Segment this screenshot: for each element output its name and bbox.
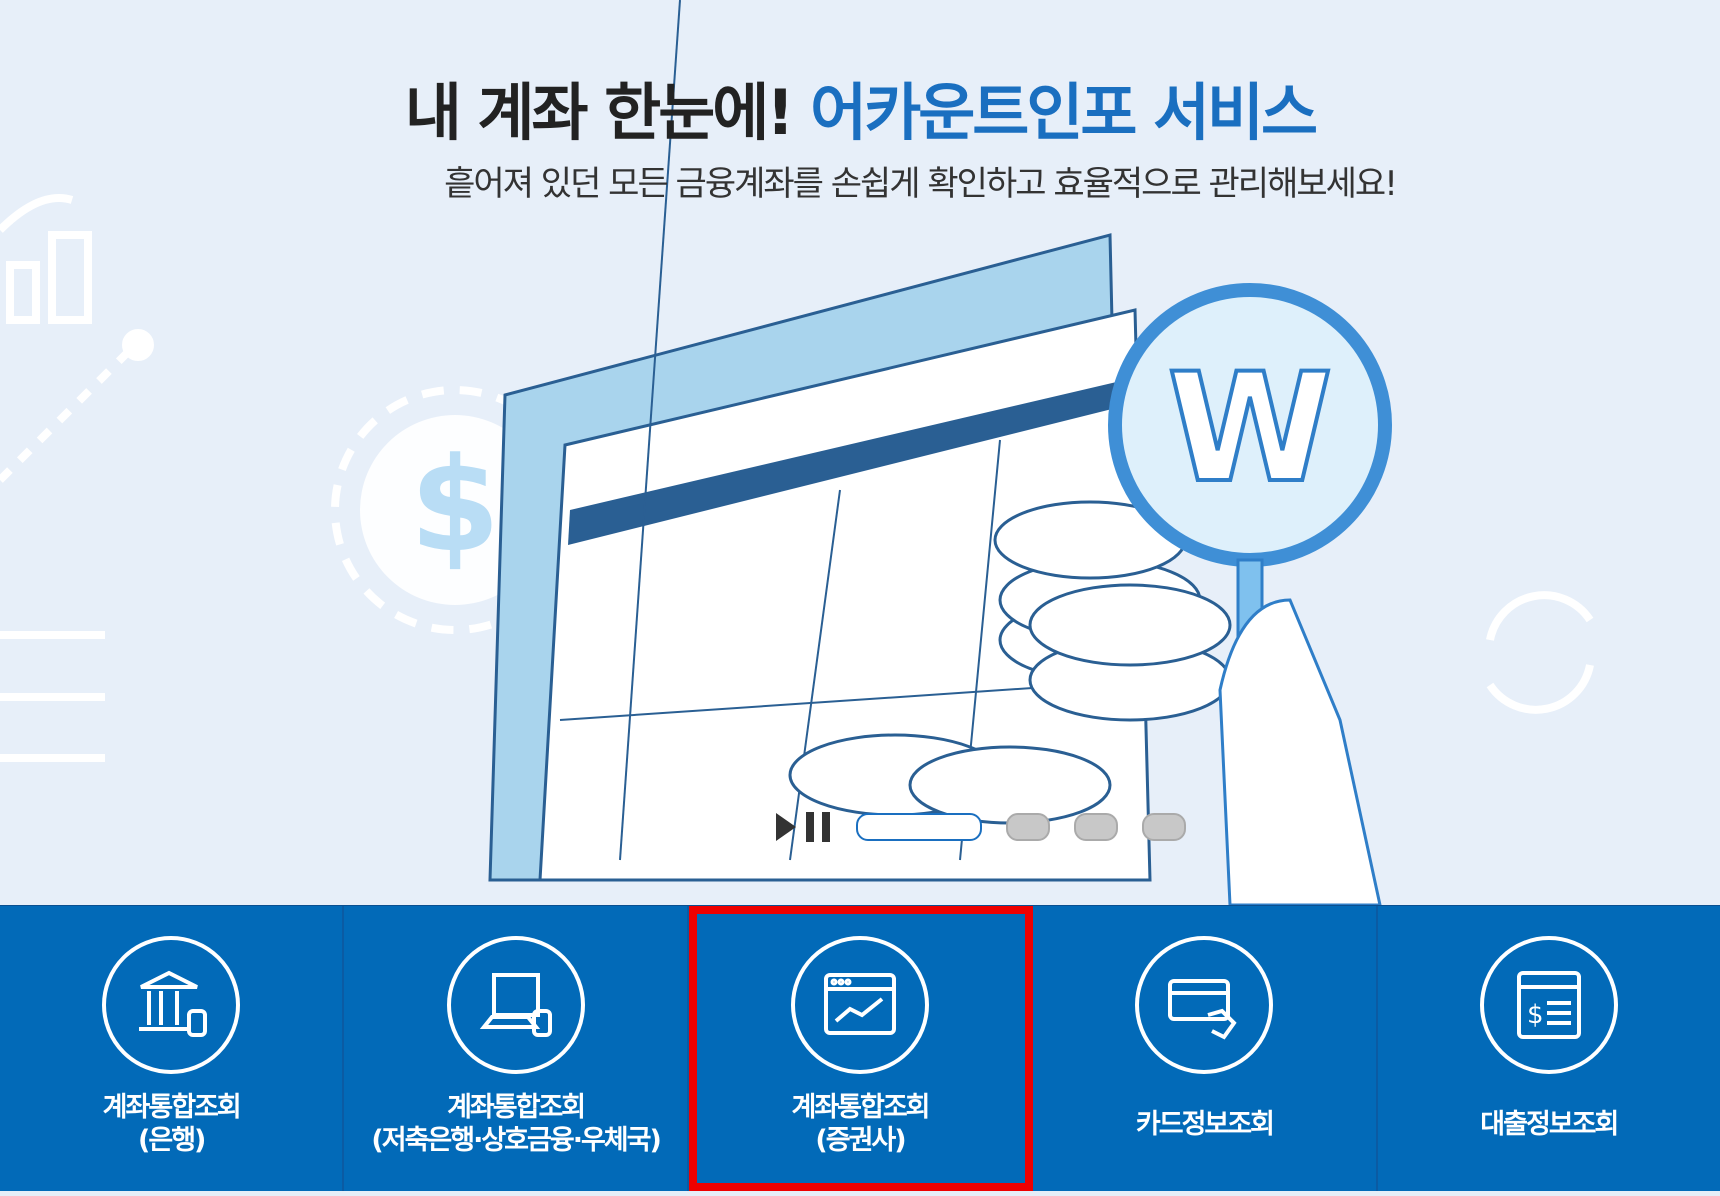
menu-account-savings[interactable]: 계좌통합조회(저축은행·상호금융·우체국) <box>344 906 689 1191</box>
menu-label: 계좌통합조회 <box>447 1092 586 1123</box>
slide-indicator-2[interactable] <box>1006 813 1050 841</box>
loan-document-icon: $ <box>1479 936 1618 1074</box>
menu-label: 계좌통합조회 <box>791 1092 930 1123</box>
slide-indicator-4[interactable] <box>1142 813 1186 841</box>
card-hand-icon <box>1135 936 1274 1074</box>
laptop-coins-icon <box>446 936 585 1074</box>
menu-account-securities[interactable]: 계좌통합조회(증권사) <box>688 906 1034 1191</box>
slide-indicator-1[interactable] <box>856 813 982 841</box>
slider-controls <box>776 812 1186 842</box>
menu-card-info[interactable]: 카드정보조회 <box>1033 906 1378 1191</box>
banner-subtitle: 흩어져 있던 모든 금융계좌를 손쉽게 확인하고 효율적으로 관리해보세요! <box>444 164 1398 204</box>
play-button[interactable] <box>776 813 796 841</box>
service-menu: 계좌통합조회(은행) 계좌통합조회(저축은행·상호금융·우체국) 계좌통합조회(… <box>0 905 1720 1191</box>
menu-loan-info[interactable]: $ 대출정보조회 <box>1378 906 1720 1191</box>
menu-label: 계좌통합조회 <box>102 1092 242 1123</box>
stock-chart-icon <box>791 936 930 1074</box>
svg-text:W: W <box>1167 342 1332 516</box>
pause-button[interactable] <box>806 812 830 842</box>
slide-indicator-3[interactable] <box>1074 813 1118 841</box>
svg-text:$: $ <box>410 429 500 581</box>
menu-sublabel: (증권사) <box>815 1125 906 1156</box>
banner-title: 내 계좌 한눈에! 어카운트인포 서비스 <box>0 62 1720 152</box>
hero-banner: $ W 내 계좌 한눈에! 어카운트인포 서비스 흩어져 있던 모든 금융계좌를… <box>0 0 1720 905</box>
svg-text:$: $ <box>1527 1000 1544 1030</box>
menu-label: 카드정보조회 <box>1135 1109 1275 1140</box>
title-highlight: 어카운트인포 서비스 <box>810 76 1318 149</box>
title-text: 내 계좌 한눈에! <box>404 76 795 149</box>
banner-illustration: $ W <box>0 0 1594 905</box>
menu-account-bank[interactable]: 계좌통합조회(은행) <box>0 906 345 1191</box>
bank-icon <box>102 936 241 1074</box>
menu-sublabel: (은행) <box>138 1125 206 1156</box>
menu-sublabel: (저축은행·상호금융·우체국) <box>371 1125 661 1156</box>
menu-label: 대출정보조회 <box>1480 1109 1619 1140</box>
